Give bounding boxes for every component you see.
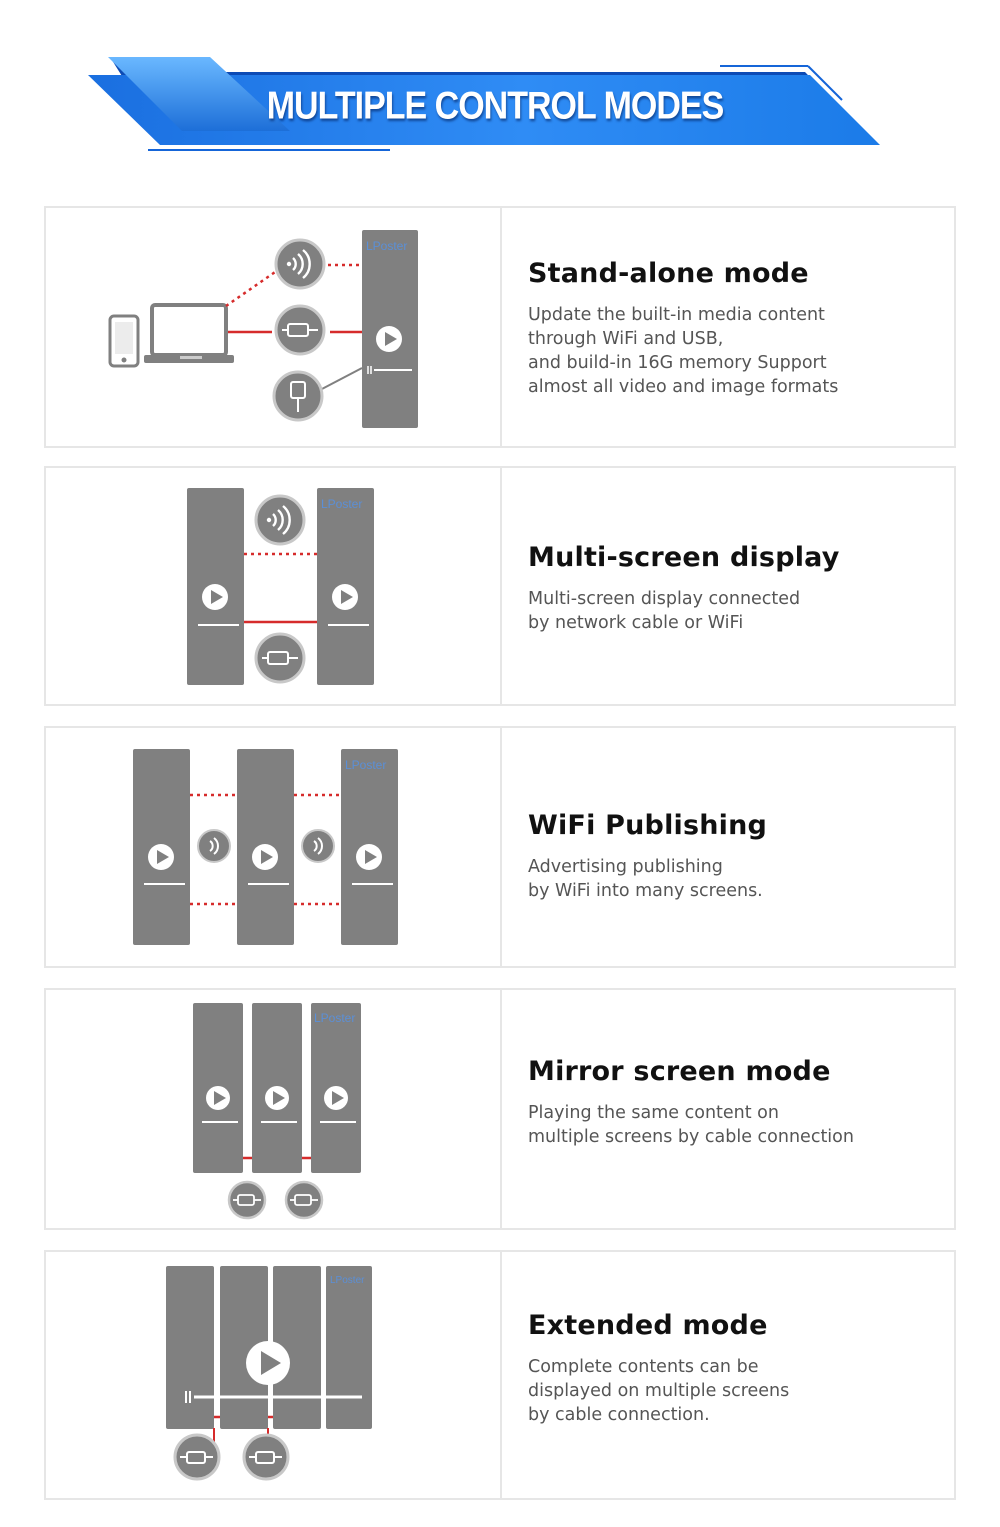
extended-illustration: LPoster [46, 1252, 502, 1498]
mode-text: Multi-screen display Multi-screen displa… [528, 542, 948, 635]
panel-divider [500, 468, 502, 704]
mode-description: Update the built-in media content throug… [528, 305, 839, 397]
mode-text: WiFi Publishing Advertising publishing b… [528, 810, 948, 903]
mode-title: Extended mode [528, 1310, 768, 1341]
panel-divider [500, 1252, 502, 1498]
mode-description: Complete contents can be displayed on mu… [528, 1357, 790, 1425]
wifi-icon [274, 238, 326, 290]
mirror-illustration: LPoster [46, 990, 502, 1228]
phone-icon [108, 314, 140, 368]
mode-title: Mirror screen mode [528, 1056, 831, 1087]
network-cable-icon [227, 1180, 324, 1220]
usb-icon [272, 370, 324, 422]
mode-description: Playing the same content on multiple scr… [528, 1103, 854, 1147]
play-icon [246, 1341, 290, 1385]
mode-description: Advertising publishing by WiFi into many… [528, 857, 763, 901]
mode-text: Mirror screen mode Playing the same cont… [528, 1056, 948, 1149]
svg-text:LPoster: LPoster [330, 1275, 365, 1286]
banner-graphic [88, 57, 880, 151]
mode-panel-extended: LPoster Extended mode [44, 1250, 956, 1500]
panel-divider [500, 728, 502, 966]
wifi-icon [254, 494, 306, 546]
mode-panel-multiscreen: LPoster Multi [44, 466, 956, 706]
network-cable-icon [254, 632, 306, 684]
svg-text:LPoster: LPoster [345, 758, 386, 772]
mode-title: Multi-screen display [528, 542, 840, 573]
network-cable-icon [173, 1433, 290, 1481]
poster-screen: LPoster [362, 230, 418, 428]
wifi-icon [197, 829, 335, 863]
header-banner: MULTIPLE CONTROL MODES [0, 0, 1000, 170]
play-icon [206, 1086, 348, 1110]
svg-text:LPoster: LPoster [321, 497, 362, 511]
laptop-icon [144, 303, 234, 363]
mode-panel-mirror: LPoster Mirror scree [44, 988, 956, 1230]
play-icon [202, 584, 358, 610]
page-title: MULTIPLE CONTROL MODES [266, 84, 725, 128]
svg-text:LPoster: LPoster [366, 239, 407, 253]
mode-title: WiFi Publishing [528, 810, 768, 841]
mode-description: Multi-screen display connected by networ… [528, 589, 801, 633]
panel-divider [500, 990, 502, 1228]
mode-panel-wifi-publishing: LPoster WiFi Publishing [44, 726, 956, 968]
play-icon [148, 844, 382, 870]
wifi-publishing-illustration: LPoster [46, 728, 502, 966]
network-cable-icon [274, 304, 326, 356]
standalone-illustration: LPoster [46, 208, 502, 446]
mode-title: Stand-alone mode [528, 258, 809, 289]
mode-text: Stand-alone mode Update the built-in med… [528, 258, 948, 399]
mode-panel-standalone: LPoster Stand-alone mode Update the buil… [44, 206, 956, 448]
svg-text:LPoster: LPoster [314, 1011, 355, 1025]
panel-divider [500, 208, 502, 446]
multiscreen-illustration: LPoster [46, 468, 502, 704]
mode-text: Extended mode Complete contents can be d… [528, 1310, 948, 1427]
